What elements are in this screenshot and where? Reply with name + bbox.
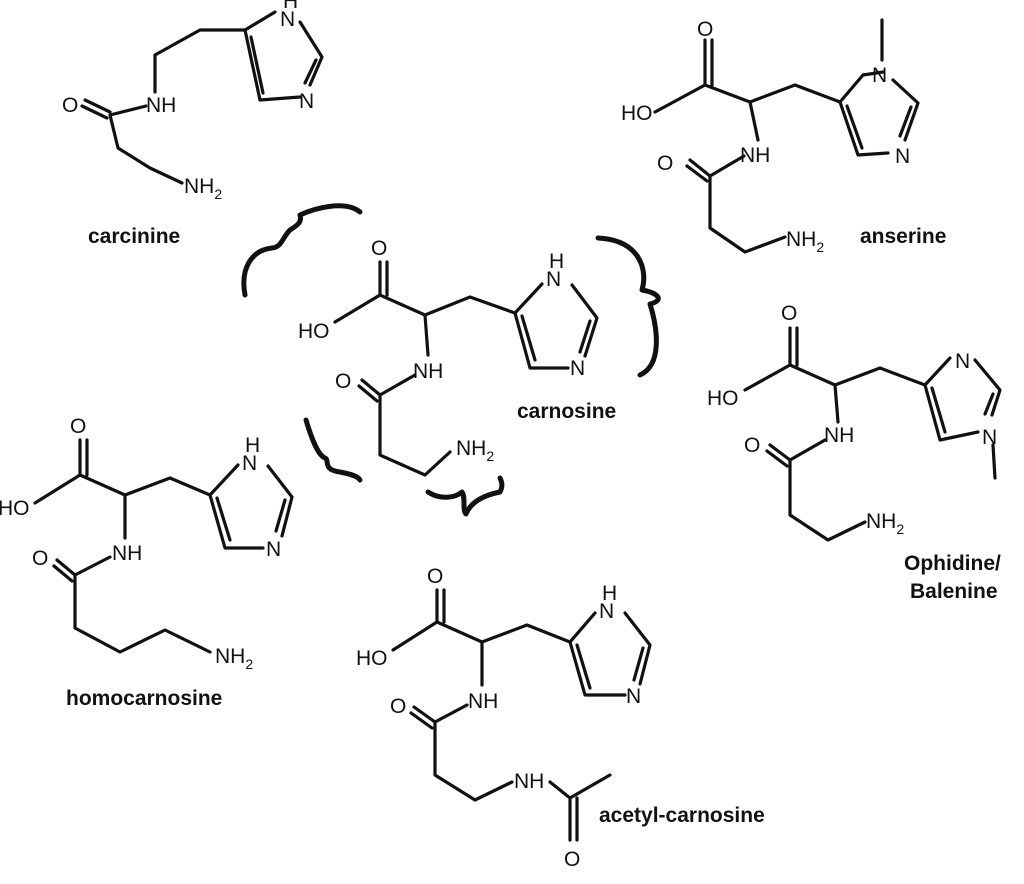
homocarnosine-ring-n1: N <box>242 452 257 475</box>
anserine-amide-o: O <box>657 152 673 175</box>
homocarnosine-amide-o: O <box>32 547 48 570</box>
acetylcarnosine-acetyl-nh: NH <box>514 770 544 793</box>
carcinine-ring-h: H <box>283 0 298 13</box>
brace-right <box>595 235 661 378</box>
molecule-ophidine: O HO NH O NH2 N N Ophidine/ Balenine <box>707 302 1002 603</box>
carnosine-amide-nh: NH <box>413 360 443 383</box>
homocarnosine-amine: NH2 <box>215 645 253 672</box>
carcinine-ring-n1: N <box>280 8 295 31</box>
ophidine-amide-o: O <box>744 434 760 457</box>
acetylcarnosine-amide-nh: NH <box>468 690 498 713</box>
carnosine-amide-o: O <box>335 370 351 393</box>
carnosine-ring-h: H <box>549 250 564 273</box>
carnosine-hydroxyl: HO <box>298 320 330 343</box>
anserine-amine: NH2 <box>786 228 824 255</box>
acetylcarnosine-hydroxyl: HO <box>356 647 388 670</box>
carnosine-ring-n1: N <box>546 268 561 291</box>
homocarnosine-ring-n3: N <box>266 538 281 561</box>
ophidine-amine: NH2 <box>866 510 904 537</box>
carnosine-label: carnosine <box>517 400 616 423</box>
hand-drawn-braces <box>241 203 661 517</box>
acetylcarnosine-carbonyl-o: O <box>427 565 443 588</box>
acetylcarnosine-acetyl-o: O <box>564 848 580 871</box>
anserine-ring-n3: N <box>895 145 910 168</box>
carcinine-ring-n3: N <box>299 90 314 113</box>
carcinine-amide-nh: NH <box>146 94 176 117</box>
homocarnosine-label: homocarnosine <box>66 687 222 710</box>
brace-lower-left <box>303 417 363 483</box>
ophidine-ring-n3: N <box>982 426 997 449</box>
molecule-homocarnosine: O HO NH O NH2 N H N homocarnosine <box>0 415 294 710</box>
molecule-carnosine: O HO NH O NH2 N H N carnosine <box>298 237 616 477</box>
homocarnosine-hydroxyl: HO <box>0 497 30 520</box>
molecule-anserine: O HO NH O NH2 N N anserine <box>621 18 946 255</box>
anserine-ring-n1: N <box>872 64 887 87</box>
acetylcarnosine-label: acetyl-carnosine <box>599 804 765 827</box>
acetylcarnosine-ring-n3: N <box>626 685 641 708</box>
ophidine-carbonyl-o: O <box>781 302 797 325</box>
ophidine-hydroxyl: HO <box>707 387 739 410</box>
acetylcarnosine-ring-h: H <box>602 582 617 605</box>
carnosine-amine: NH2 <box>456 437 494 464</box>
carcinine-amine: NH2 <box>184 175 222 202</box>
acetylcarnosine-ring-n1: N <box>599 600 614 623</box>
acetylcarnosine-amide-o: O <box>390 695 406 718</box>
molecule-acetylcarnosine: O HO NH O NH O N H N acetyl-carnosine <box>356 565 765 871</box>
anserine-hydroxyl: HO <box>621 102 653 125</box>
brace-top-left <box>241 203 363 298</box>
anserine-amide-nh: NH <box>740 144 770 167</box>
carcinine-label: carcinine <box>88 225 180 248</box>
brace-bottom <box>425 475 505 517</box>
carnosine-carbonyl-o: O <box>371 237 387 260</box>
anserine-label: anserine <box>860 225 946 248</box>
homocarnosine-amide-nh: NH <box>112 542 142 565</box>
homocarnosine-carbonyl-o: O <box>70 415 86 438</box>
ophidine-amide-nh: NH <box>824 424 854 447</box>
anserine-carbonyl-o: O <box>697 18 713 41</box>
carnosine-ring-n3: N <box>570 357 585 380</box>
carcinine-carbonyl-o: O <box>62 94 78 117</box>
ophidine-label-line2: Balenine <box>910 580 998 603</box>
ophidine-label-line1: Ophidine/ <box>904 552 1001 575</box>
homocarnosine-ring-h: H <box>245 434 260 457</box>
molecule-carcinine: O NH NH2 N H N carcinine <box>62 0 324 248</box>
ophidine-ring-n1: N <box>955 350 970 373</box>
